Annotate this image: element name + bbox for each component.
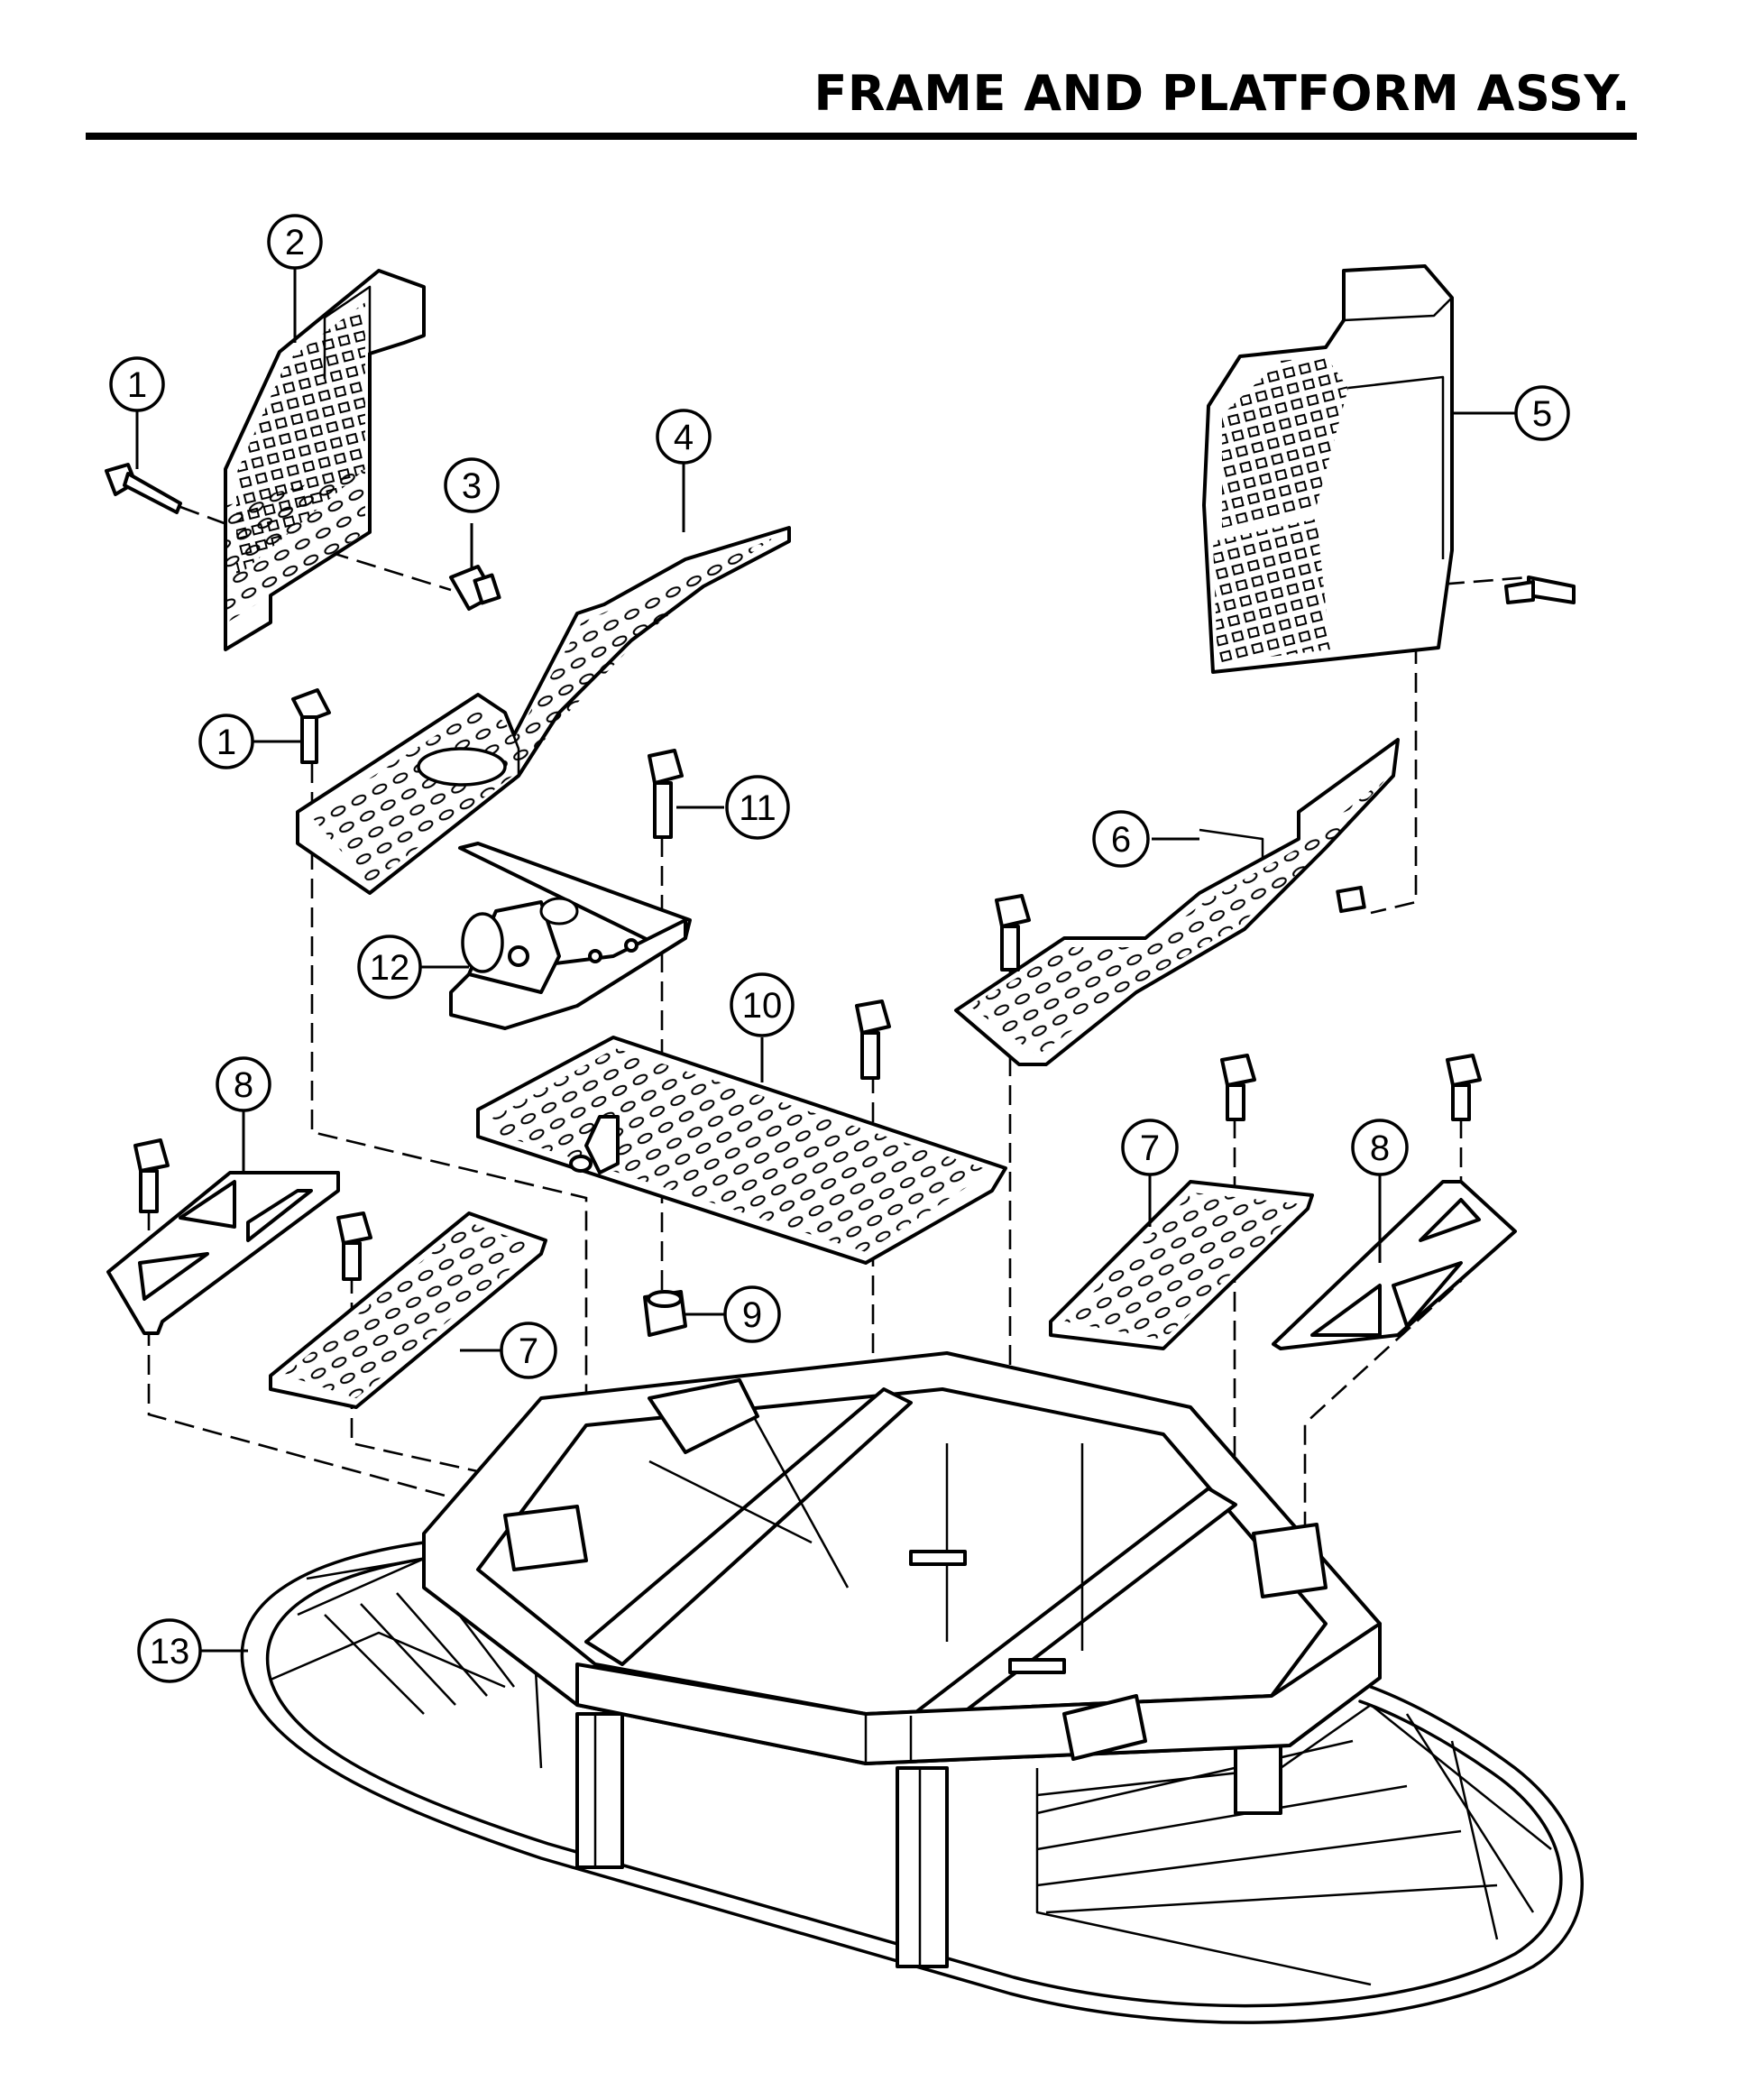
- bolt-right-plate: [995, 894, 1031, 972]
- nut-9: [643, 1290, 687, 1337]
- callout-label: 11: [739, 788, 776, 828]
- callout-label: 6: [1111, 820, 1131, 860]
- right-floor-plate: [954, 738, 1400, 1066]
- callout-label: 13: [150, 1632, 190, 1672]
- callout-label: 4: [674, 418, 694, 457]
- callout-label: 7: [519, 1331, 538, 1371]
- callout-label: 12: [370, 948, 410, 988]
- page-title: FRAME AND PLATFORM ASSY.: [813, 65, 1631, 122]
- main-frame-assembly: [240, 1351, 1584, 2024]
- callout-4: 4: [656, 409, 712, 465]
- right-step-plate: [1049, 1180, 1314, 1350]
- callout-10: 10: [730, 972, 795, 1037]
- callout-1-top: 1: [109, 356, 165, 412]
- bolt-1-lower: [291, 688, 331, 764]
- bolt-center: [855, 999, 891, 1080]
- callout-leaders: [135, 268, 1515, 1653]
- callout-8-right: 8: [1351, 1119, 1409, 1176]
- bolt-step-left: [336, 1211, 372, 1281]
- left-step-cage: [270, 1557, 543, 1769]
- callout-2: 2: [267, 214, 323, 270]
- bushing-6: [1336, 885, 1366, 914]
- bolt-bracket-left: [133, 1138, 170, 1213]
- callout-label: 8: [1370, 1128, 1390, 1168]
- callout-label: 10: [742, 986, 783, 1026]
- right-bracket: [1272, 1180, 1517, 1350]
- callout-1-lower: 1: [198, 714, 254, 769]
- callout-12: 12: [357, 935, 422, 999]
- callout-label: 1: [127, 365, 147, 405]
- bolt-step-right: [1220, 1054, 1256, 1121]
- bolt-1-left: [105, 463, 182, 514]
- callout-7-left: 7: [500, 1322, 557, 1379]
- callout-label: 3: [462, 466, 482, 506]
- left-step-plate: [269, 1211, 547, 1409]
- bolt-11: [648, 749, 684, 839]
- left-floor-plate: [296, 526, 791, 895]
- callout-8-left: 8: [216, 1056, 271, 1112]
- callout-6: 6: [1092, 810, 1150, 868]
- callout-label: 1: [216, 723, 236, 762]
- foot-pedal-assembly: [449, 842, 692, 1030]
- callout-3: 3: [444, 457, 500, 513]
- right-console-cover: [1202, 264, 1454, 674]
- callout-label: 8: [234, 1065, 253, 1105]
- callout-label: 2: [285, 223, 305, 262]
- right-step-cage: [1035, 1703, 1552, 1986]
- center-floor-plate: [476, 1036, 1007, 1265]
- left-console-cover: [224, 269, 426, 651]
- callout-7-right: 7: [1121, 1119, 1179, 1176]
- callout-label: 9: [742, 1295, 762, 1335]
- left-bracket: [106, 1171, 340, 1335]
- callout-label: 7: [1140, 1128, 1160, 1168]
- title-rule: [86, 133, 1637, 140]
- bolt-5-right: [1504, 576, 1576, 604]
- callout-9: 9: [723, 1285, 781, 1343]
- callout-13: 13: [137, 1618, 202, 1683]
- bushing-3: [449, 565, 501, 611]
- bolt-bracket-right: [1446, 1054, 1482, 1121]
- callout-label: 5: [1532, 394, 1552, 434]
- callout-11: 11: [725, 775, 790, 840]
- callout-5: 5: [1514, 385, 1570, 441]
